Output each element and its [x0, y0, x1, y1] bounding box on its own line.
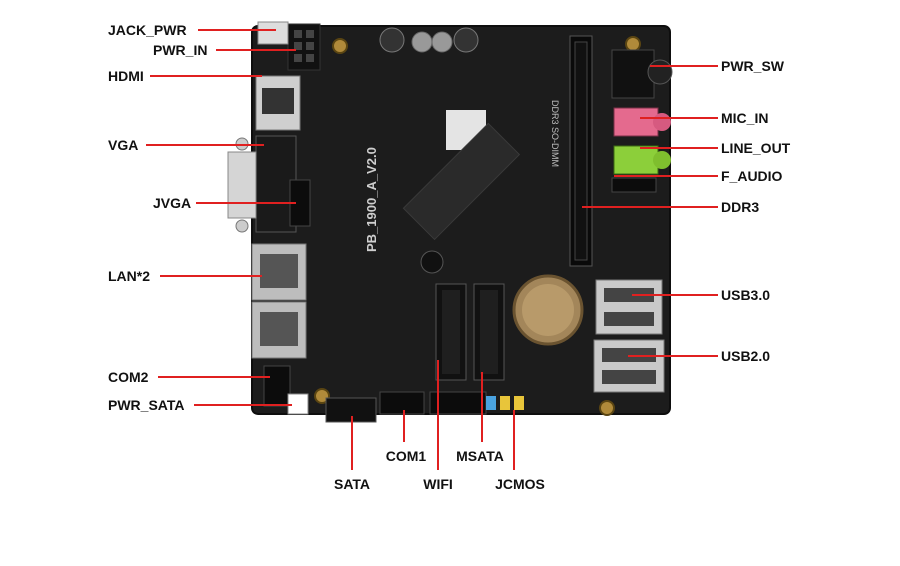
label-vga: VGA	[108, 137, 139, 153]
label-jack-pwr: JACK_PWR	[108, 22, 187, 38]
f-audio-header	[611, 177, 657, 193]
label-jvga: JVGA	[153, 195, 192, 211]
label-wifi: WIFI	[423, 476, 453, 492]
label-com2: COM2	[108, 369, 149, 385]
label-sata: SATA	[333, 476, 371, 492]
usb20-port	[593, 339, 665, 393]
jcmos-jumper-blue	[486, 396, 496, 410]
com1-header	[379, 391, 425, 415]
label-msata: MSATA	[456, 448, 504, 464]
label-hdmi: HDMI	[108, 68, 144, 84]
label-pwr-sata: PWR_SATA	[108, 397, 185, 413]
board-silkscreen-main: PB_1900_A_V2.0	[364, 147, 379, 252]
label-lan: LAN*2	[108, 268, 151, 284]
label-line-out: LINE_OUT	[721, 140, 791, 156]
label-f-audio: F_AUDIO	[721, 168, 783, 184]
label-jcmos: JCMOS	[495, 476, 545, 492]
label-pwr-in: PWR_IN	[153, 42, 208, 58]
com2-header	[263, 365, 291, 407]
label-ddr3: DDR3	[721, 199, 760, 215]
pwr-sw-button	[611, 49, 655, 99]
mount-hole-tl	[332, 38, 348, 54]
mount-hole-tr	[625, 36, 641, 52]
label-usb30: USB3.0	[721, 287, 771, 303]
line-out-jack	[613, 145, 659, 175]
label-com1: COM1	[385, 448, 427, 464]
mount-hole-br	[599, 400, 615, 416]
board-silkscreen-ddr: DDR3 SO-DIMM	[550, 100, 560, 167]
chip-area	[402, 122, 521, 241]
jcmos-jumper-yellow	[500, 396, 510, 410]
jack-pwr-connector	[257, 21, 289, 45]
label-mic-in: MIC_IN	[721, 110, 769, 126]
leader-lines	[146, 29, 718, 470]
label-usb20: USB2.0	[721, 348, 771, 364]
mic-in-jack	[613, 107, 659, 137]
label-pwr-sw: PWR_SW	[721, 58, 784, 74]
pwr-in-connector	[287, 23, 321, 71]
